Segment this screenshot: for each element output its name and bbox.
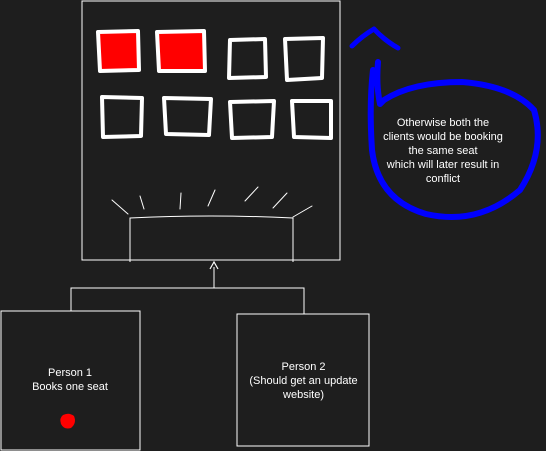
- screen-outline[interactable]: [129, 215, 294, 262]
- note-line-5: conflict: [425, 173, 461, 185]
- note-line-4: which will later result in: [386, 159, 500, 171]
- note-line-3: the same seat: [408, 145, 478, 157]
- screen-rays: [111, 186, 313, 218]
- person2-box[interactable]: [236, 313, 370, 447]
- seat-free[interactable]: [162, 96, 213, 137]
- seat-row-1: [96, 29, 325, 82]
- person2-title: Person 2: [281, 361, 326, 373]
- ray: [207, 189, 216, 207]
- person1-subtitle: Books one seat: [32, 381, 108, 393]
- ray: [139, 195, 145, 210]
- seat-booked[interactable]: [96, 29, 141, 73]
- red-dot-icon: [60, 413, 75, 429]
- note-label: Otherwise both the clients would be book…: [372, 116, 514, 186]
- ray: [272, 192, 288, 209]
- arrowhead-icon: [209, 260, 219, 270]
- person1-label: Person 1 Books one seat: [0, 366, 140, 394]
- person2-label: Person 2 (Should get an update website): [237, 360, 370, 402]
- seat-free[interactable]: [100, 95, 144, 139]
- ray: [111, 199, 129, 215]
- connector-line: [70, 287, 305, 314]
- ray: [292, 205, 313, 218]
- ray: [244, 186, 259, 202]
- seat-free[interactable]: [228, 99, 276, 140]
- seat-free[interactable]: [290, 99, 333, 140]
- seat-free[interactable]: [227, 37, 268, 80]
- note-line-1: Otherwise both the: [396, 117, 490, 129]
- connector-arrow: [70, 260, 305, 314]
- seat-row-2: [100, 95, 333, 140]
- seat-booked[interactable]: [155, 29, 207, 73]
- person2-subtitle-cont: website): [283, 389, 324, 401]
- seating-panel[interactable]: [81, 0, 341, 261]
- note-circle: [367, 59, 541, 220]
- note-arrowhead-icon: [349, 26, 401, 51]
- person2-subtitle: (Should get an update: [249, 375, 358, 387]
- person1-title: Person 1: [47, 367, 93, 379]
- note-line-2: clients would be booking: [383, 131, 503, 143]
- person1-box[interactable]: [0, 310, 141, 451]
- ray: [179, 192, 182, 210]
- seat-free[interactable]: [283, 36, 325, 82]
